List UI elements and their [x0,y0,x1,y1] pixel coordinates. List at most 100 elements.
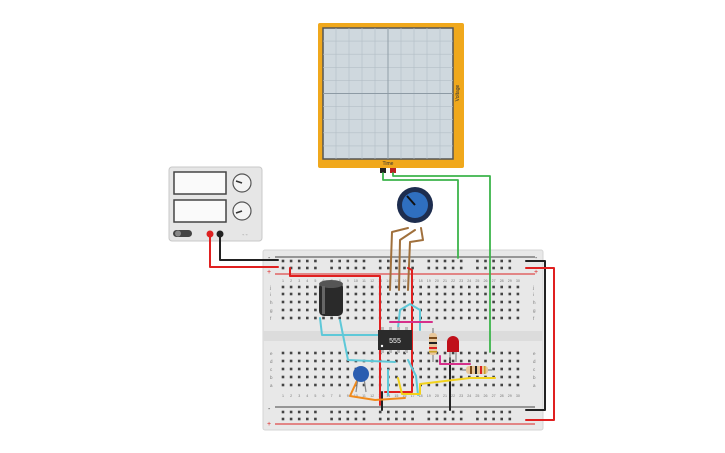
breadboard-hole[interactable] [403,300,406,304]
breadboard-hole[interactable] [297,383,301,387]
breadboard-hole[interactable] [289,285,293,289]
wire-scope-signal[interactable] [392,172,491,353]
breadboard-hole[interactable] [330,375,333,379]
breadboard-hole[interactable] [281,285,285,289]
breadboard-hole[interactable] [281,375,285,379]
breadboard-hole[interactable] [314,351,317,355]
rail-hole[interactable] [330,259,333,263]
rail-hole[interactable] [354,410,358,414]
breadboard-hole[interactable] [468,308,471,312]
breadboard-hole[interactable] [516,359,520,363]
wire-supply-positive[interactable] [209,233,279,268]
breadboard-hole[interactable] [346,383,350,387]
breadboard-hole[interactable] [281,359,285,363]
breadboard-hole[interactable] [387,316,390,320]
rail-hole[interactable] [459,266,463,270]
breadboard-hole[interactable] [330,383,333,387]
breadboard-hole[interactable] [306,285,309,289]
breadboard-hole[interactable] [484,300,487,304]
breadboard-hole[interactable] [451,300,455,304]
breadboard-hole[interactable] [459,351,463,355]
breadboard-hole[interactable] [395,285,398,289]
breadboard-hole[interactable] [427,383,431,387]
breadboard-hole[interactable] [370,285,374,289]
resistor-2[interactable] [462,366,492,374]
breadboard-hole[interactable] [395,292,398,296]
rail-hole[interactable] [500,417,503,421]
rail-hole[interactable] [362,266,366,270]
breadboard-hole[interactable] [419,375,422,379]
breadboard-hole[interactable] [387,300,390,304]
breadboard-hole[interactable] [419,367,422,371]
wire-cyan-2[interactable] [339,319,396,363]
rail-hole[interactable] [354,417,358,421]
breadboard-hole[interactable] [492,351,495,355]
breadboard-hole[interactable] [322,351,325,355]
breadboard-hole[interactable] [370,316,374,320]
rail-hole[interactable] [346,410,350,414]
breadboard-hole[interactable] [443,316,447,320]
breadboard-hole[interactable] [492,359,495,363]
breadboard-hole[interactable] [476,383,479,387]
rail-hole[interactable] [387,266,390,270]
breadboard-hole[interactable] [403,316,406,320]
breadboard-hole[interactable] [338,375,341,379]
breadboard-hole[interactable] [443,300,447,304]
breadboard-hole[interactable] [508,285,512,289]
breadboard-hole[interactable] [370,300,374,304]
rail-hole[interactable] [346,266,350,270]
breadboard-hole[interactable] [508,308,512,312]
breadboard-hole[interactable] [322,383,325,387]
breadboard-hole[interactable] [289,367,293,371]
breadboard-hole[interactable] [468,383,471,387]
rail-hole[interactable] [443,417,447,421]
breadboard-hole[interactable] [314,308,317,312]
breadboard-hole[interactable] [314,316,317,320]
breadboard-hole[interactable] [435,300,439,304]
rail-hole[interactable] [297,266,301,270]
breadboard-hole[interactable] [451,351,455,355]
rail-hole[interactable] [346,417,350,421]
rail-hole[interactable] [289,410,293,414]
rail-hole[interactable] [459,259,463,263]
rail-hole[interactable] [330,410,333,414]
breadboard-hole[interactable] [306,351,309,355]
breadboard-hole[interactable] [451,359,455,363]
breadboard-hole[interactable] [492,308,495,312]
rail-hole[interactable] [281,266,285,270]
rail-hole[interactable] [314,266,317,270]
breadboard-hole[interactable] [508,383,512,387]
breadboard-hole[interactable] [459,383,463,387]
breadboard-hole[interactable] [403,367,406,371]
breadboard-hole[interactable] [443,367,447,371]
breadboard-hole[interactable] [484,351,487,355]
breadboard-hole[interactable] [297,375,301,379]
rail-hole[interactable] [289,417,293,421]
rail-hole[interactable] [500,259,503,263]
rail-hole[interactable] [297,259,301,263]
breadboard-hole[interactable] [338,359,341,363]
breadboard-hole[interactable] [459,375,463,379]
wire-yellow[interactable] [397,377,496,395]
breadboard-hole[interactable] [427,300,431,304]
ic-555[interactable]: 555 [378,327,412,353]
rail-hole[interactable] [435,417,439,421]
breadboard-hole[interactable] [419,359,422,363]
rail-hole[interactable] [411,259,414,263]
breadboard-hole[interactable] [427,292,431,296]
breadboard-hole[interactable] [516,351,520,355]
breadboard-hole[interactable] [500,308,503,312]
breadboard-hole[interactable] [451,292,455,296]
breadboard-hole[interactable] [459,367,463,371]
breadboard-hole[interactable] [459,292,463,296]
rail-hole[interactable] [281,259,285,263]
rail-hole[interactable] [362,410,366,414]
breadboard-hole[interactable] [419,351,422,355]
breadboard-hole[interactable] [427,351,431,355]
breadboard-hole[interactable] [289,316,293,320]
breadboard-hole[interactable] [306,383,309,387]
breadboard-hole[interactable] [500,383,503,387]
rail-hole[interactable] [443,259,447,263]
breadboard-hole[interactable] [322,375,325,379]
breadboard-hole[interactable] [492,292,495,296]
